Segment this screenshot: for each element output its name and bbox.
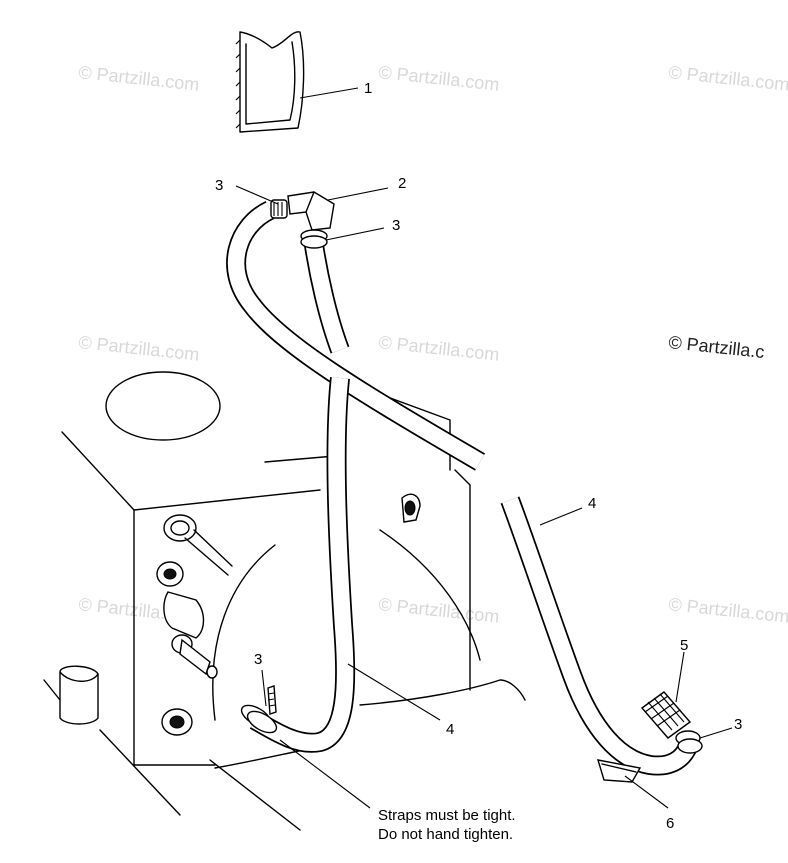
callout-3: 3 (254, 651, 262, 668)
callouts: 1 2 3 3 4 3 4 5 3 6 (215, 80, 742, 832)
watermark: © Partzilla.com (378, 594, 501, 627)
watermark: © Partzilla.com (78, 62, 201, 95)
callout-6: 6 (666, 815, 674, 832)
callout-4: 4 (446, 721, 454, 738)
watermark-dark: © Partzilla.c (668, 332, 766, 362)
watermarks: © Partzilla.com © Partzilla.com © Partzi… (78, 62, 788, 627)
hoses (226, 200, 700, 776)
part-2-elbow-fitting (270, 191, 335, 249)
watermark: © Partzilla.com (668, 62, 788, 95)
callout-3: 3 (734, 716, 742, 733)
assembly-note: Straps must be tight. Do not hand tighte… (378, 807, 516, 843)
watermark: © Partzilla.com (668, 594, 788, 627)
part-5-filter (640, 691, 703, 754)
note-line-2: Do not hand tighten. (378, 826, 513, 843)
watermark: © Partzilla.com (378, 62, 501, 95)
lower-clamp-strap (240, 685, 278, 734)
tank-fittings (59, 493, 421, 736)
watermark: © Partzilla.com (78, 332, 201, 365)
part-1-clip (235, 31, 305, 133)
note-line-1: Straps must be tight. (378, 807, 516, 824)
watermark: © Partzilla.com (378, 332, 501, 365)
callout-3: 3 (215, 177, 223, 194)
callout-5: 5 (680, 637, 688, 654)
callout-4: 4 (588, 495, 596, 512)
callout-3: 3 (392, 217, 400, 234)
callout-2: 2 (398, 175, 406, 192)
leader-lines (235, 87, 733, 809)
callout-1: 1 (364, 80, 372, 97)
part-6-strap (596, 759, 642, 783)
tank-filler-opening (105, 371, 221, 441)
